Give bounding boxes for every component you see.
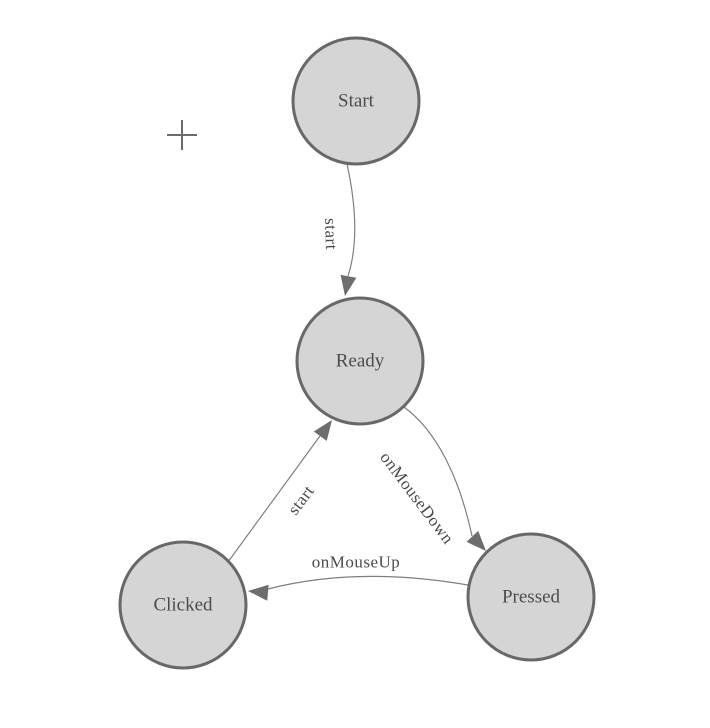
edge-label-onMouseUp: onMouseUp [312, 553, 401, 572]
state-node-pressed[interactable] [466, 532, 596, 662]
state-node-start[interactable] [291, 36, 421, 166]
crosshair-icon [167, 120, 197, 150]
node-label-start: Start [338, 91, 375, 112]
node-label-pressed: Pressed [502, 587, 561, 608]
edge-label-onMouseDown: onMouseDown [376, 448, 458, 548]
edge-ready-to-pressed[interactable] [403, 406, 473, 537]
arrowhead-icon [248, 584, 269, 601]
arrowhead-icon [466, 530, 486, 551]
node-label-ready: Ready [336, 351, 385, 372]
edge-label-start: start [284, 482, 318, 519]
edge-label-start: start [321, 218, 341, 250]
edge-clicked-to-ready[interactable] [227, 435, 321, 563]
node-label-clicked: Clicked [153, 595, 213, 616]
edge-start-to-ready[interactable] [346, 163, 356, 277]
arrowhead-icon [313, 420, 332, 441]
arrowhead-icon [340, 274, 357, 296]
state-node-clicked[interactable] [118, 540, 248, 670]
state-node-ready[interactable] [295, 296, 425, 426]
edge-pressed-to-clicked[interactable] [267, 575, 469, 590]
